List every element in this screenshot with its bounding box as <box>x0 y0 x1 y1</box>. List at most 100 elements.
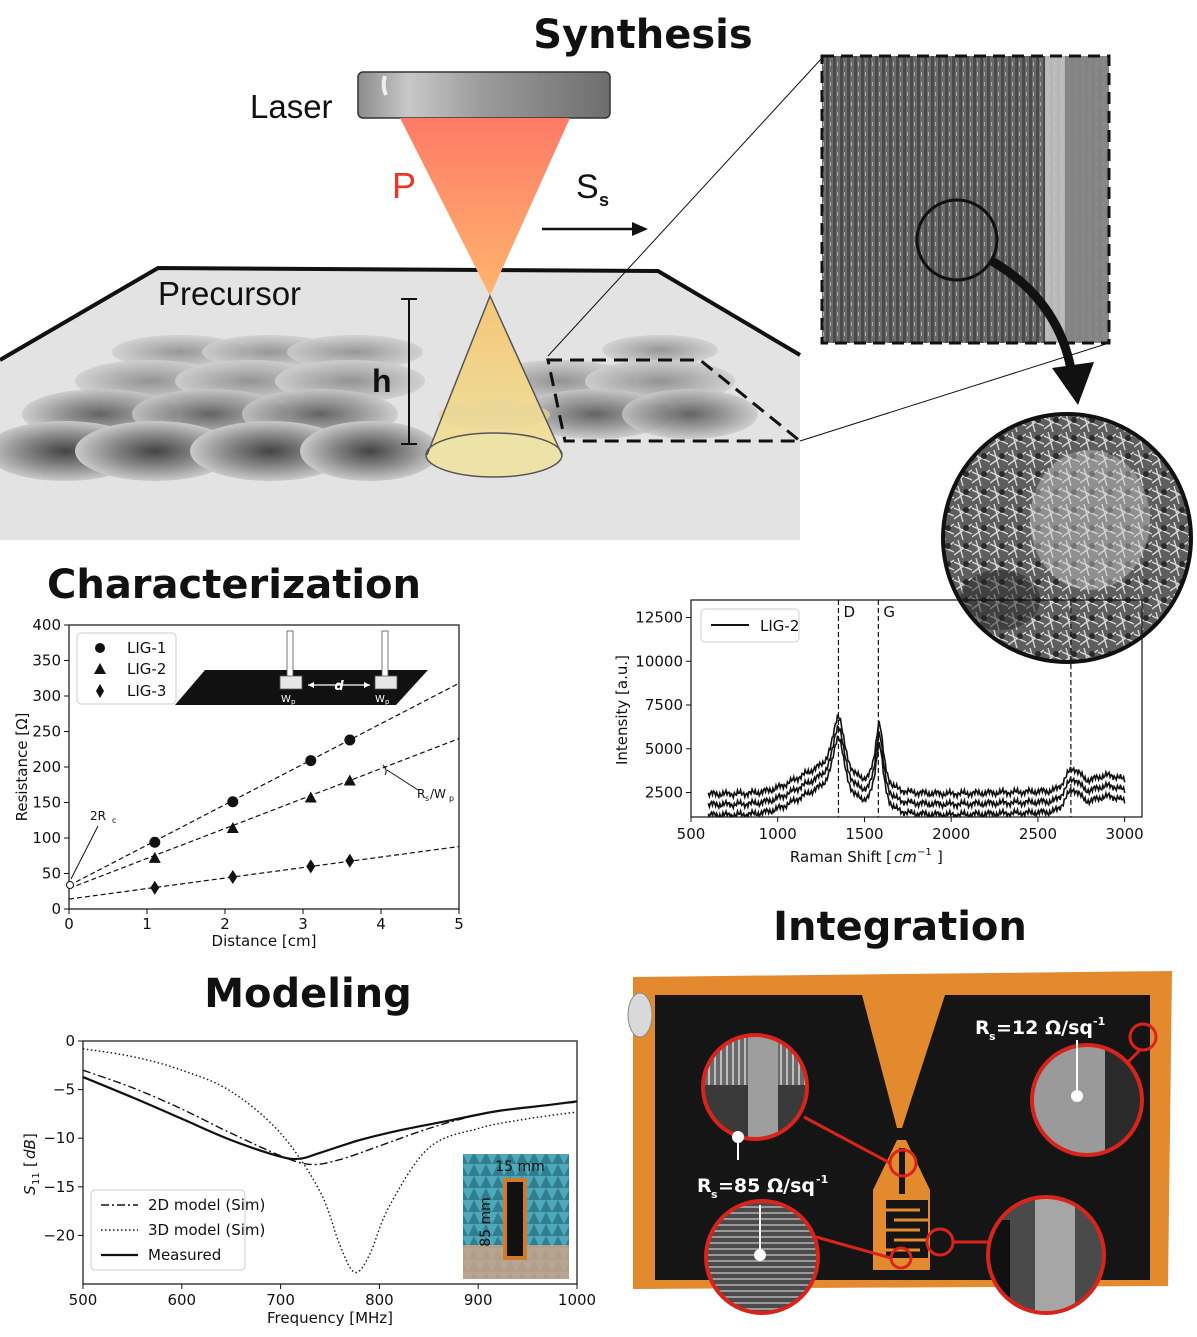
s11-plot-frame <box>82 1040 578 1285</box>
power-label: P <box>392 165 416 206</box>
speed-label: S <box>576 168 599 206</box>
y-tick-label: 2500 <box>645 784 683 802</box>
fit-line-lig-1 <box>69 682 459 887</box>
slope-label: R <box>417 787 425 801</box>
s11-line-3d-model <box>83 1048 577 1274</box>
y-tick-label: 50 <box>42 865 61 883</box>
s11-y-close: ] <box>21 1133 39 1139</box>
x-tick-label: 1 <box>142 915 152 933</box>
sheet-resistance-top: R s =12 Ω/sq -1 <box>975 1015 1105 1043</box>
resistance-x-label: Distance [cm] <box>212 932 317 950</box>
slope-tail-sub: p <box>449 794 454 803</box>
s11-line-2d-model <box>83 1069 577 1166</box>
raman-x-tail: ] <box>937 848 943 866</box>
raman-x-sup: −1 <box>917 847 932 858</box>
data-point-lig-3 <box>345 853 355 868</box>
x-tick-label: 5 <box>454 915 464 933</box>
y-tick-label: 300 <box>32 687 61 705</box>
x-tick-label: 1000 <box>558 1291 596 1309</box>
y-tick-label: 350 <box>32 652 61 670</box>
s11-legend: 2D model (Sim) 3D model (Sim) Measured <box>90 1189 265 1271</box>
x-tick-label: 2 <box>220 915 230 933</box>
scan-direction-arrow <box>542 222 648 236</box>
data-point-lig-2 <box>226 822 239 834</box>
x-tick-label: 900 <box>464 1291 493 1309</box>
data-point-lig-1 <box>344 734 356 746</box>
zoom-arrow <box>987 256 1077 376</box>
integration-heading: Integration <box>773 904 1027 950</box>
sem-image-surface <box>820 54 1111 405</box>
x-tick-label: 4 <box>376 915 386 933</box>
x-tick-label: 3000 <box>1106 825 1144 843</box>
interdigitated-lines <box>886 1208 928 1252</box>
intercept-label: 2R <box>90 809 106 823</box>
x-tick-label: 3 <box>298 915 308 933</box>
y-tick-label: −15 <box>43 1178 75 1196</box>
slope-annotation: R s /W p <box>382 764 454 803</box>
data-point-lig-1 <box>227 796 239 808</box>
y-tick-label: 400 <box>32 616 61 634</box>
inset-spacing-label: d <box>334 679 344 694</box>
s11-y-main: S <box>21 1185 39 1195</box>
s11-y-sub: 11 <box>31 1172 42 1185</box>
s11-y-unit: dB <box>21 1139 39 1159</box>
raman-spectrum-line-1 <box>707 713 1126 801</box>
laser-spot-array <box>0 335 758 481</box>
x-tick-label: 1500 <box>845 825 883 843</box>
sem-zoom-circle <box>915 198 999 282</box>
fit-line-lig-3 <box>69 845 459 900</box>
band-label: G <box>883 603 895 621</box>
raman-spectrum-line-3 <box>707 734 1126 817</box>
legend-lig2: LIG-2 <box>127 660 166 678</box>
antenna-photo-inset: 15 mm 85 mm <box>463 1154 569 1279</box>
zoom-bowtie-edge <box>1030 1040 1144 1157</box>
raman-spectrum-line-2 <box>707 724 1126 812</box>
rs-left-r: R <box>697 1175 712 1197</box>
legend-lig1: LIG-1 <box>127 639 166 657</box>
rs-top-value: =12 Ω/sq <box>996 1017 1093 1039</box>
zoom-line-bottom <box>799 342 1110 442</box>
inset-pad-label-right: W <box>375 694 385 705</box>
zoom-feed-edge <box>986 1195 1106 1315</box>
inset-height-label: 85 mm <box>478 1197 494 1247</box>
x-tick-label: 500 <box>69 1291 98 1309</box>
legend-lig2-raman: LIG-2 <box>760 617 799 635</box>
x-tick-label: 2000 <box>932 825 970 843</box>
x-tick-label: 0 <box>64 915 74 933</box>
fit-line-lig-2 <box>69 738 459 889</box>
y-tick-label: −10 <box>43 1129 75 1147</box>
x-tick-label: 500 <box>677 825 706 843</box>
data-point-lig-3 <box>306 859 316 874</box>
speed-subscript: s <box>599 190 609 210</box>
y-tick-label: 10000 <box>635 652 683 670</box>
y-tick-label: 200 <box>32 758 61 776</box>
zoom-interdigitated <box>704 1199 820 1315</box>
data-point-lig-1 <box>149 836 161 848</box>
legend-measured: Measured <box>148 1246 221 1264</box>
y-tick-label: 0 <box>51 900 61 918</box>
beam-footprint <box>425 432 563 478</box>
probe-inset: d W p W p <box>175 630 428 706</box>
laser-beam <box>400 118 570 296</box>
rs-top-r: R <box>975 1017 990 1039</box>
x-tick-label: 700 <box>266 1291 295 1309</box>
legend-marker-circle <box>95 643 105 653</box>
y-tick-label: 0 <box>65 1032 75 1050</box>
characterization-heading: Characterization <box>47 562 421 608</box>
band-label: D <box>843 603 855 621</box>
selected-scan-region <box>546 358 805 443</box>
rs-left-sub: s <box>711 1188 718 1201</box>
x-tick-label: 800 <box>365 1291 394 1309</box>
rs-left-sup: -1 <box>816 1173 828 1186</box>
resistance-y-label: Resistance [Ω] <box>13 713 31 822</box>
rs-top-sup: -1 <box>1093 1015 1105 1028</box>
resistance-legend: LIG-1 LIG-2 LIG-3 <box>76 632 177 705</box>
sticker <box>627 992 653 1038</box>
slope-sub: s <box>425 794 429 803</box>
rs-top-sub: s <box>989 1030 996 1043</box>
sheet-resistance-left: R s =85 Ω/sq -1 <box>697 1173 828 1201</box>
legend-marker-diamond <box>96 684 104 698</box>
